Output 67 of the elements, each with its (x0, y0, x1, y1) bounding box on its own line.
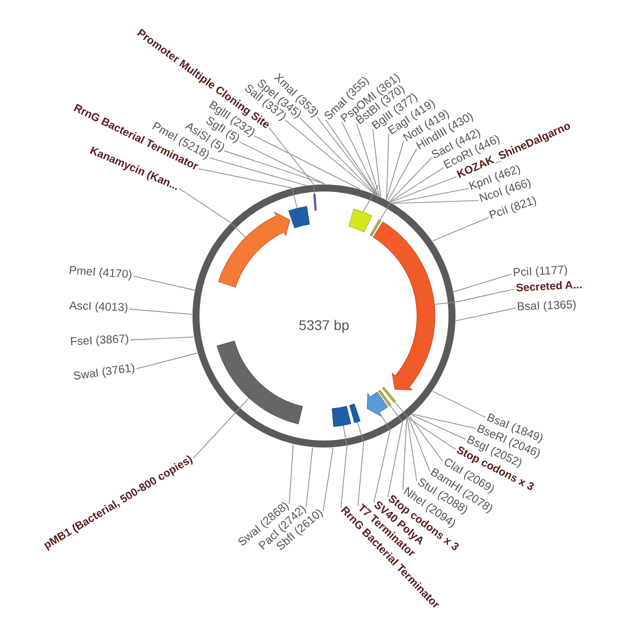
leader-line (392, 188, 469, 204)
leader-line (456, 308, 516, 322)
restriction-site-label: PciI (1177) (512, 265, 568, 280)
leader-line (224, 150, 326, 184)
leader-line (254, 135, 360, 190)
feature-bar (382, 386, 396, 403)
feature-bar (370, 219, 382, 236)
leader-line (306, 447, 313, 508)
feature-bar (216, 340, 303, 424)
leader-line (432, 390, 486, 418)
leader-line (288, 444, 294, 504)
leader-line (412, 414, 476, 429)
restriction-site-label: SwaI (3761) (72, 363, 136, 384)
feature-block (332, 406, 352, 427)
restriction-site-label: FseI (3867) (70, 334, 130, 349)
leader-line (392, 200, 479, 204)
leader-line (408, 416, 430, 472)
leader-line (372, 128, 382, 198)
restriction-site-label: AscI (4013) (69, 301, 128, 315)
feature-segment (218, 212, 290, 288)
feature-block (288, 206, 310, 228)
leader-line (380, 176, 458, 221)
leader-line (322, 447, 334, 512)
leader-line (409, 416, 444, 462)
restriction-site-label: PmeI (4170) (68, 266, 132, 282)
sequence-length-label: 5337 bp (298, 318, 350, 332)
leader-line (389, 157, 432, 202)
leader-line (356, 421, 364, 506)
leader-line (133, 276, 195, 291)
feature-bar (349, 404, 360, 423)
feature-segment (372, 222, 436, 390)
leader-line (341, 122, 379, 196)
leader-line (394, 401, 456, 450)
leader-line (238, 141, 326, 184)
leader-line (300, 118, 377, 196)
leader-line (386, 140, 404, 200)
leader-line (406, 418, 418, 482)
feature-bar (313, 194, 317, 211)
leader-line (178, 188, 246, 238)
leader-line (198, 168, 298, 209)
leader-line (402, 418, 408, 491)
feature-block (348, 208, 372, 232)
restriction-site-label: BsaI (1365) (516, 300, 577, 314)
leader-line (129, 308, 192, 315)
feature-segment (366, 392, 388, 416)
leader-line (208, 157, 306, 186)
leader-line (386, 133, 390, 200)
leader-line (387, 404, 403, 498)
leader-line (284, 120, 376, 195)
leader-line (340, 424, 348, 508)
leader-line (411, 414, 466, 440)
leader-line (362, 184, 379, 212)
feature-bar (378, 390, 392, 406)
leader-line (453, 274, 512, 292)
leader-line (136, 352, 198, 370)
leader-line (192, 397, 250, 459)
leader-line (316, 116, 378, 196)
leader-line (432, 217, 489, 242)
leader-line (434, 288, 515, 305)
leader-line (373, 412, 390, 504)
feature-label: Secreted A... (516, 280, 582, 294)
leader-line (326, 120, 378, 196)
leader-line (268, 127, 315, 195)
leader-line (130, 336, 194, 340)
leader-line (388, 148, 418, 201)
leader-line (390, 167, 444, 202)
leader-line (356, 124, 380, 197)
